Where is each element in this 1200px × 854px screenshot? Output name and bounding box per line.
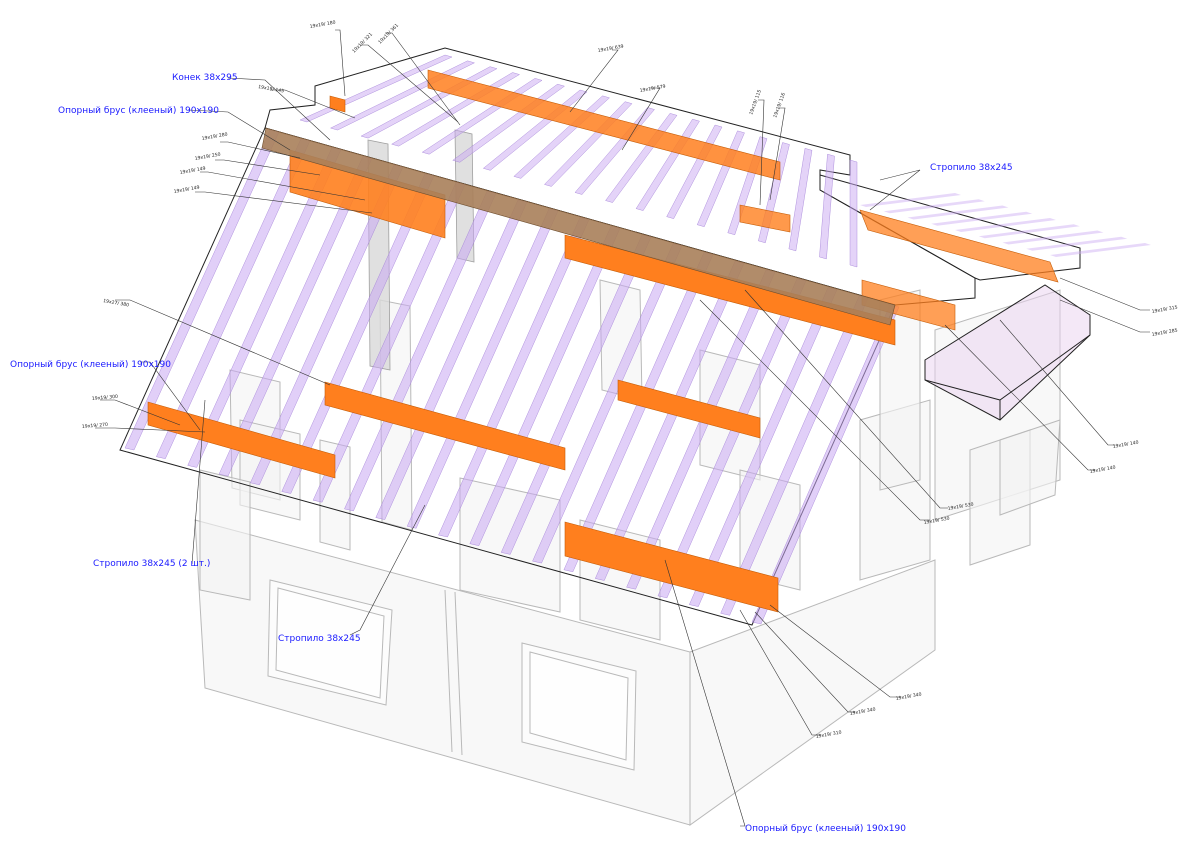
rafter bbox=[931, 211, 1033, 226]
dim-label: 19х19/ 315 bbox=[1151, 305, 1178, 315]
label-beam-top: Опорный брус (клееный) 190х190 bbox=[58, 106, 219, 116]
dim-label: 19х19/ 285 bbox=[1151, 328, 1178, 338]
dim-label: 19х19/ 180 bbox=[309, 20, 336, 30]
dim-label: 19х19/ 310 bbox=[815, 730, 842, 740]
leader-lines bbox=[95, 29, 1150, 827]
dim-label: 19х19/ 321 bbox=[351, 32, 374, 55]
beam-right-wing-1 bbox=[859, 209, 1059, 283]
dim-label: 19х19/ 639 bbox=[597, 44, 624, 54]
roof-outline bbox=[119, 47, 1091, 626]
dim-label: 19х19/ 250 bbox=[194, 152, 221, 162]
dimension-labels: 19х19/ 180 19х19/ 321 19х19/ 361 19х19/ … bbox=[82, 20, 1179, 740]
dim-label: 19х19/ 270 bbox=[82, 422, 109, 430]
main-labels: Конек 38х295 Опорный брус (клееный) 190х… bbox=[10, 73, 1013, 834]
rafter bbox=[1026, 236, 1128, 251]
glulam-beams bbox=[147, 69, 1059, 613]
beam-mid-long bbox=[324, 381, 566, 471]
label-beam-left: Опорный брус (клееный) 190х190 bbox=[10, 360, 171, 370]
dim-label: 19х19/ 149 bbox=[173, 185, 200, 195]
beam-upper-left bbox=[329, 95, 346, 113]
rafter bbox=[978, 224, 1080, 239]
dim-label: 19х19/ 340 bbox=[895, 692, 922, 702]
beam-mid-right bbox=[617, 379, 761, 439]
label-rafter-mid: Стропило 38х245 bbox=[278, 634, 361, 644]
rafter bbox=[1050, 243, 1151, 257]
beam-left-lower bbox=[147, 401, 336, 479]
rafter bbox=[819, 153, 835, 260]
dim-label: 19х19/ 140 bbox=[1089, 465, 1116, 475]
dim-label: 19х27/ 380 bbox=[103, 298, 130, 308]
beam-bottom bbox=[564, 521, 779, 613]
dim-label: 19х19/ 340 bbox=[849, 707, 876, 717]
dim-label: 19х19/ 579 bbox=[639, 84, 666, 94]
label-beam-bottom: Опорный брус (клееный) 190х190 bbox=[745, 824, 906, 834]
dim-label: 19х19/ 361 bbox=[377, 23, 400, 46]
rafter bbox=[883, 199, 985, 214]
rafter bbox=[907, 205, 1009, 220]
dim-label: 19х19/ 149 bbox=[179, 166, 206, 176]
dim-label: 19х19/ 116 bbox=[772, 92, 787, 119]
label-ridge: Конек 38х295 bbox=[172, 73, 238, 83]
ridge-board bbox=[261, 127, 896, 326]
dim-label: 19х19/ 280 bbox=[201, 132, 228, 142]
dim-label: 19х19/ 145 bbox=[258, 84, 285, 94]
rafter bbox=[1002, 230, 1104, 245]
dim-label: 19х19/ 530 bbox=[947, 502, 974, 512]
beam-right-wing-3 bbox=[739, 204, 791, 233]
rafter bbox=[849, 159, 858, 268]
dim-label: 19х19/ 300 bbox=[92, 394, 119, 402]
label-rafter-right: Стропило 38х245 bbox=[930, 163, 1013, 173]
dim-label: 19х19/ 530 bbox=[923, 516, 950, 526]
rafter bbox=[788, 148, 813, 252]
dim-label: 19х19/ 140 bbox=[1112, 440, 1139, 450]
rafter bbox=[860, 193, 961, 207]
rafters bbox=[124, 54, 1151, 625]
dim-label: 19х19/ 115 bbox=[748, 89, 763, 116]
rafter bbox=[955, 218, 1056, 232]
label-rafter-left-double: Стропило 38х245 (2 шт.) bbox=[93, 559, 210, 569]
